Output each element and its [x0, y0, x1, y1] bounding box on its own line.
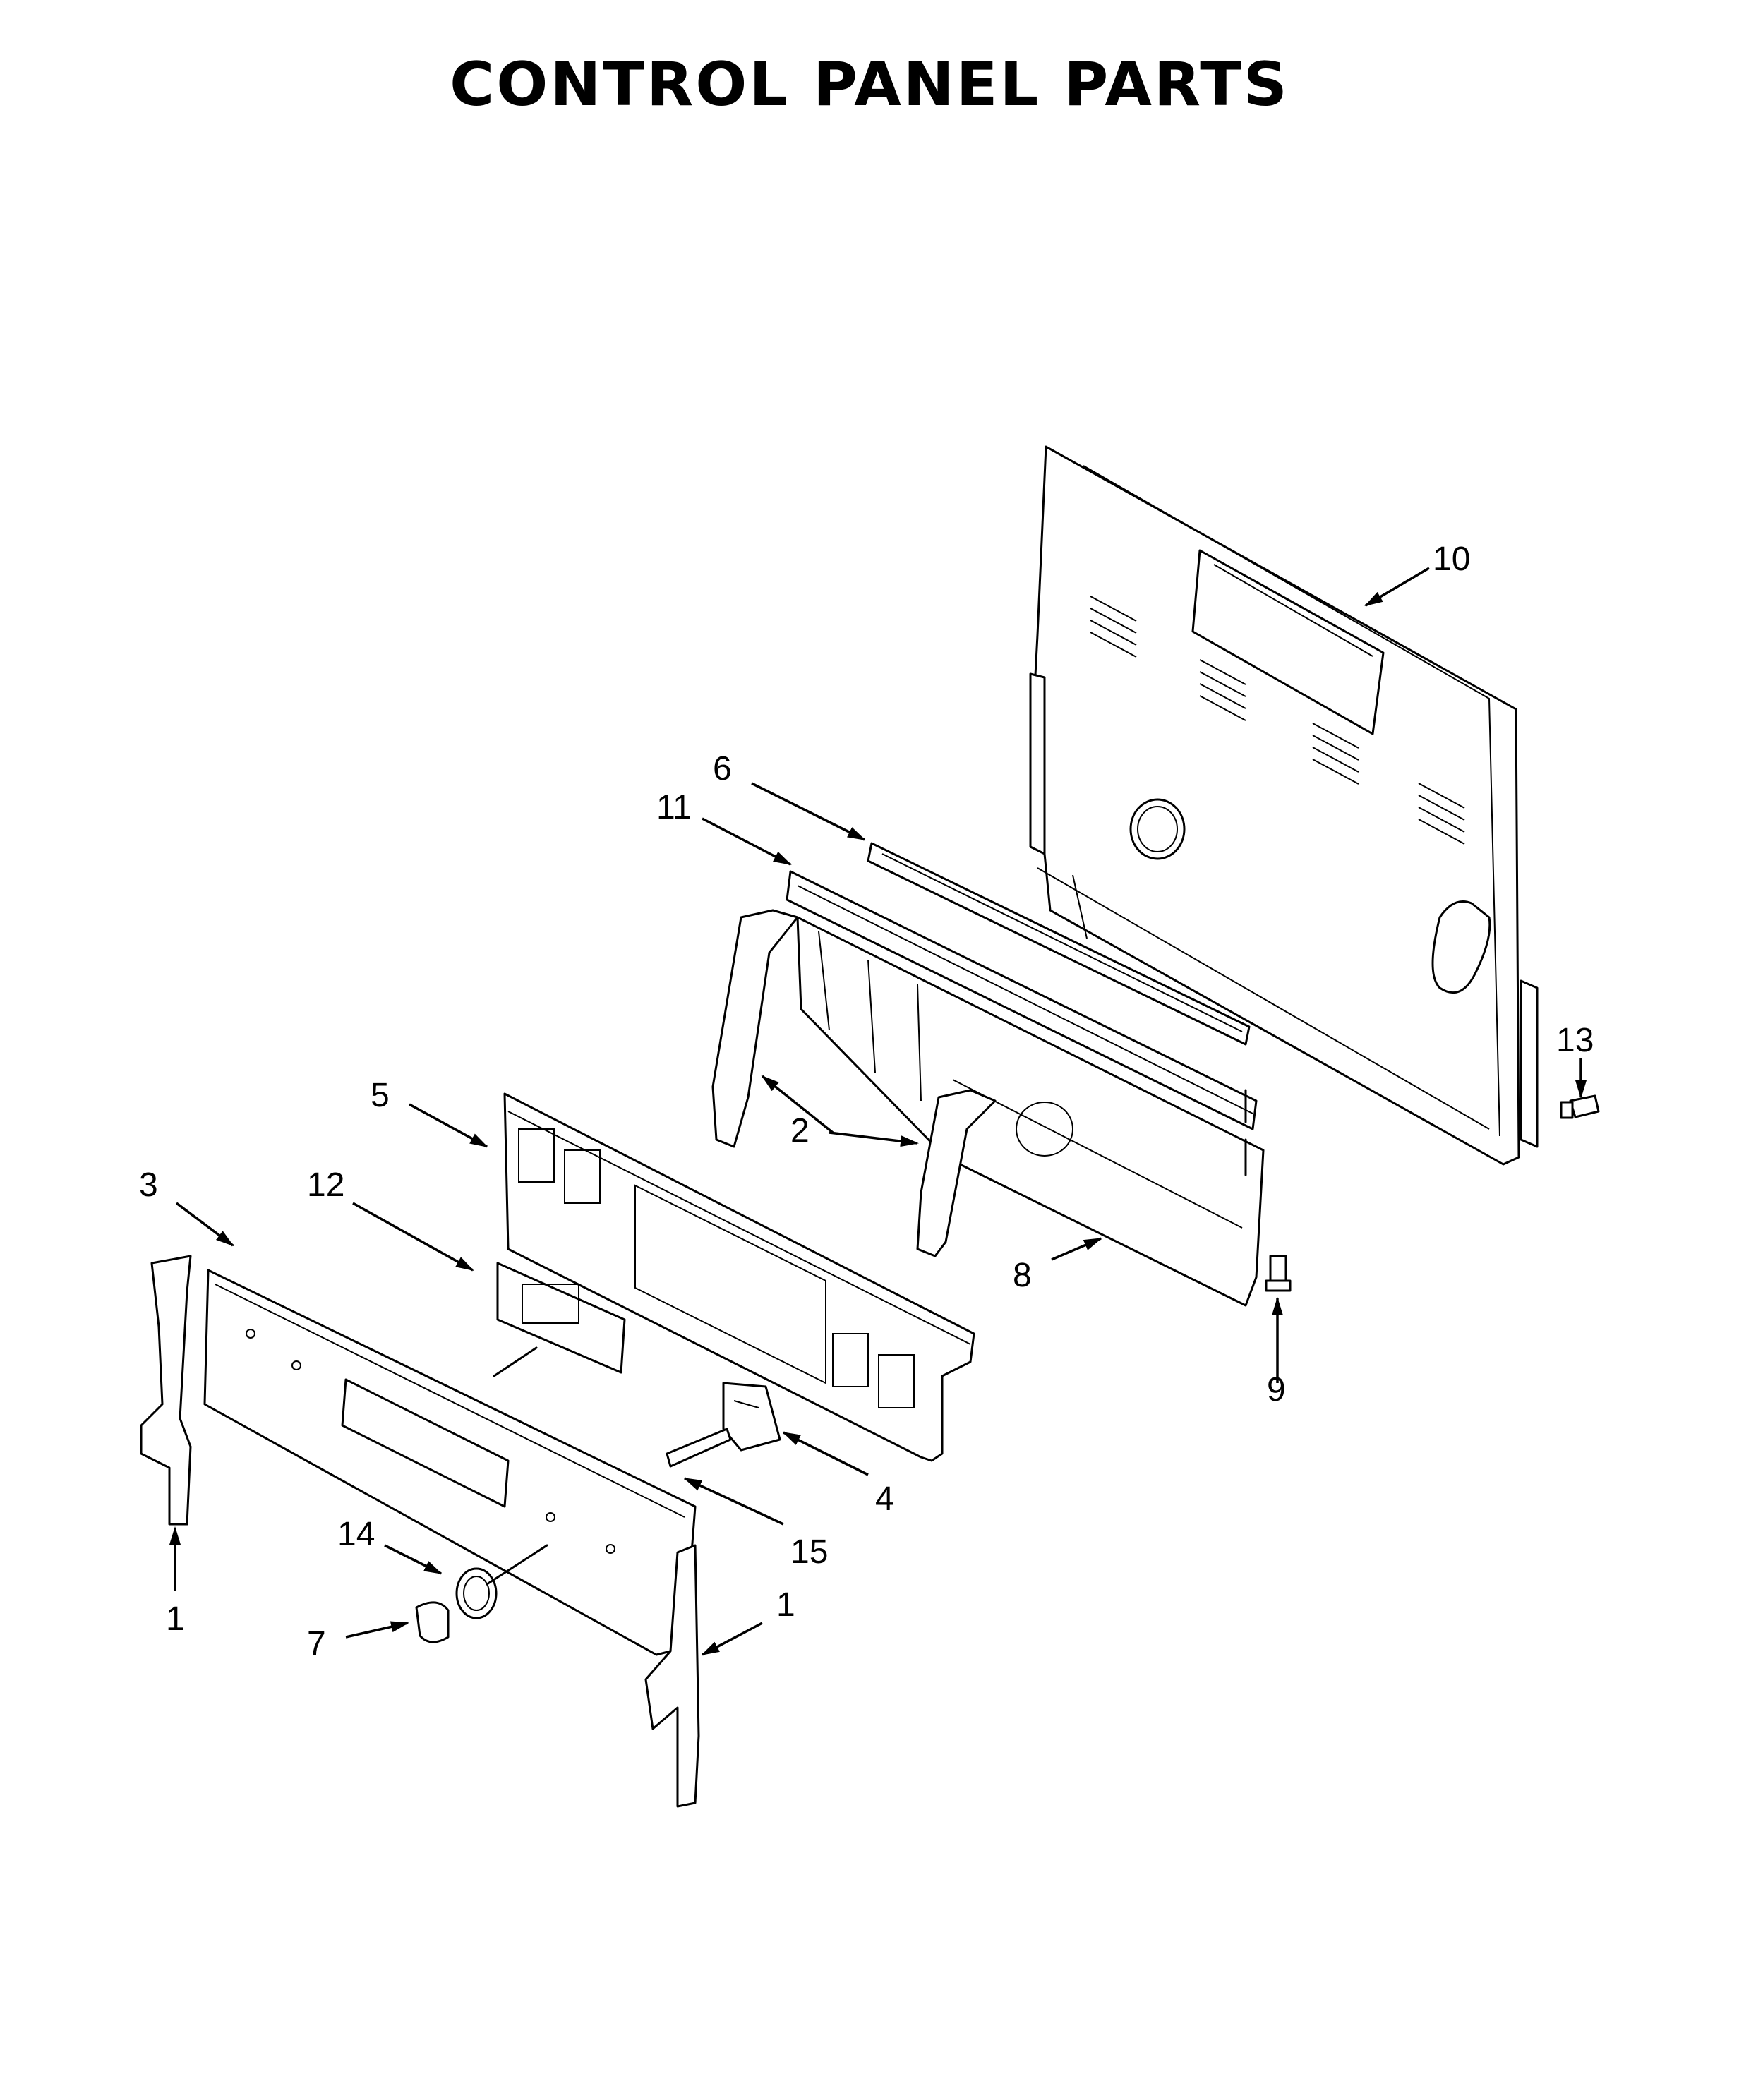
- callout-label-8: 8: [1013, 1257, 1032, 1294]
- callout-label-1-right: 1: [776, 1586, 795, 1624]
- callout-label-5: 5: [371, 1077, 390, 1114]
- callout-label-10: 10: [1433, 541, 1470, 578]
- callout-label-12: 12: [307, 1166, 344, 1204]
- side-bracket-part: [711, 909, 997, 1257]
- end-cap-right-part: [644, 1544, 700, 1808]
- callout-label-1-left: 1: [166, 1600, 185, 1638]
- knob-part: [455, 1544, 548, 1619]
- control-housing-part: [503, 1092, 975, 1462]
- screw-part: [1265, 1094, 1600, 1292]
- diagram-title: CONTROL PANEL PARTS: [450, 49, 1289, 120]
- callout-label-4: 4: [875, 1480, 894, 1518]
- callout-label-13: 13: [1556, 1022, 1594, 1059]
- inner-panel-part: [796, 916, 1265, 1307]
- callout-label-6: 6: [713, 750, 732, 788]
- rear-panel-part: [1029, 445, 1539, 1166]
- bracket-strip-part: [867, 842, 1251, 1046]
- callout-label-14: 14: [337, 1516, 375, 1553]
- switch-part: [666, 1382, 781, 1468]
- end-cap-left-part: [140, 1255, 192, 1526]
- top-trim-part: [786, 870, 1258, 1130]
- callout-label-15: 15: [790, 1533, 828, 1571]
- callout-label-9: 9: [1267, 1371, 1286, 1408]
- callout-label-3: 3: [139, 1166, 158, 1204]
- callout-label-11: 11: [656, 789, 692, 826]
- leader-arrows: [169, 567, 1587, 1656]
- control-board-part: [493, 1262, 626, 1377]
- callout-label-2: 2: [790, 1112, 810, 1149]
- button-part: [415, 1601, 450, 1643]
- callout-label-7: 7: [307, 1625, 326, 1662]
